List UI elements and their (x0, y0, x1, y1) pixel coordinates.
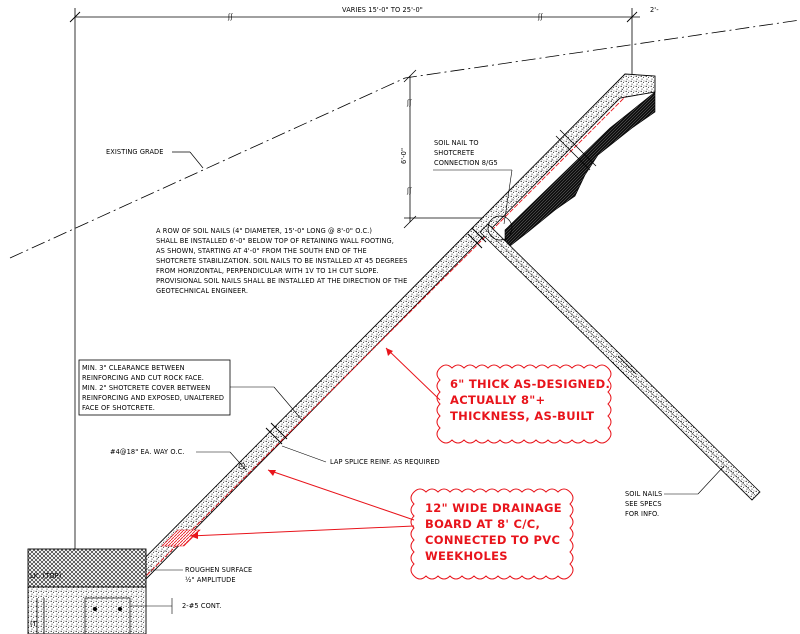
svg-text:SEE SPECS: SEE SPECS (625, 500, 662, 508)
svg-text:AS SHOWN, STARTING AT 4'-0" FR: AS SHOWN, STARTING AT 4'-0" FROM THE SOU… (156, 247, 367, 255)
svg-text:LAP SPLICE REINF. AS REQUIRED: LAP SPLICE REINF. AS REQUIRED (330, 458, 440, 466)
top-dimension: ʃʃ ʃʃ VARIES 15'-0" TO 25'-0" 2'- (69, 6, 659, 560)
svg-text:ROUGHEN SURFACE: ROUGHEN SURFACE (185, 566, 252, 574)
soil-nail-connection-label: SOIL NAIL TO SHOTCRETE CONNECTION 8/G5 (433, 139, 513, 225)
svg-text:FROM HORIZONTAL, PERPENDICULAR: FROM HORIZONTAL, PERPENDICULAR WITH 1V T… (156, 267, 379, 275)
redline-thickness-callout: 6" THICK AS-DESIGNED. ACTUALLY 8"+ THICK… (385, 347, 612, 444)
continuous-bars-label: 2-#5 CONT. (131, 598, 221, 614)
shotcrete-wall (113, 73, 656, 589)
svg-text:MIN. 2" SHOTCRETE COVER BETWEE: MIN. 2" SHOTCRETE COVER BETWEEN (82, 384, 210, 392)
svg-text:LK. (TOP): LK. (TOP) (30, 572, 61, 580)
svg-text:6" THICK AS-DESIGNED.: 6" THICK AS-DESIGNED. (450, 377, 610, 391)
svg-text:BOARD AT 8' C/C,: BOARD AT 8' C/C, (425, 517, 540, 531)
soil-nails-specs-label: SOIL NAILS SEE SPECS FOR INFO. (625, 465, 725, 518)
svg-text:MIN. 3" CLEARANCE BETWEEN: MIN. 3" CLEARANCE BETWEEN (82, 364, 185, 372)
svg-text:A ROW OF SOIL NAILS (4" DIAMET: A ROW OF SOIL NAILS (4" DIAMETER, 15'-0"… (156, 227, 372, 235)
svg-text:(T: (T (30, 620, 38, 628)
svg-text:ACTUALLY 8"+: ACTUALLY 8"+ (450, 393, 546, 407)
svg-text:FACE OF SHOTCRETE.: FACE OF SHOTCRETE. (82, 404, 155, 412)
svg-text:ʃʃ: ʃʃ (406, 99, 412, 107)
top-width-dimension: VARIES 15'-0" TO 25'-0" (342, 6, 423, 14)
clearance-note: MIN. 3" CLEARANCE BETWEEN REINFORCING AN… (78, 359, 303, 421)
break-mark-right: ʃʃ (537, 13, 543, 21)
roughen-surface-label: ROUGHEN SURFACE ½" AMPLITUDE (148, 566, 252, 584)
svg-text:CONNECTED TO PVC: CONNECTED TO PVC (425, 533, 560, 547)
splice-marks (265, 215, 513, 445)
svg-text:SHALL BE INSTALLED 6'-0" BELOW: SHALL BE INSTALLED 6'-0" BELOW TOP OF RE… (156, 237, 394, 245)
svg-text:REINFORCING AND CUT ROCK FACE.: REINFORCING AND CUT ROCK FACE. (82, 374, 204, 382)
rebar-label: #4@18" EA. WAY O.C. (110, 448, 247, 471)
svg-text:FOR INFO.: FOR INFO. (625, 510, 659, 518)
svg-text:2-#5 CONT.: 2-#5 CONT. (182, 602, 221, 610)
svg-text:#4@18" EA. WAY O.C.: #4@18" EA. WAY O.C. (110, 448, 185, 456)
svg-text:SOIL NAILS: SOIL NAILS (625, 490, 662, 498)
reinforcement-line (141, 96, 626, 581)
svg-text:THICKNESS, AS-BUILT: THICKNESS, AS-BUILT (450, 409, 594, 423)
soil-nail-upper (555, 129, 597, 171)
soil-nail-lower (479, 223, 761, 501)
svg-text:EXISTING GRADE: EXISTING GRADE (106, 148, 164, 156)
svg-text:½" AMPLITUDE: ½" AMPLITUDE (185, 576, 236, 584)
svg-text:REINFORCING AND EXPOSED, UNALT: REINFORCING AND EXPOSED, UNALTERED (82, 394, 224, 402)
svg-text:SHOTCRETE STABILIZATION. SOIL: SHOTCRETE STABILIZATION. SOIL NAILS TO B… (156, 257, 408, 265)
svg-text:GEOTECHNICAL ENGINEER.: GEOTECHNICAL ENGINEER. (156, 287, 248, 295)
svg-text:CONNECTION 8/G5: CONNECTION 8/G5 (434, 159, 498, 167)
left-clip-labels: LK. (TOP) (T (30, 572, 61, 628)
svg-text:SOIL NAIL TO: SOIL NAIL TO (434, 139, 479, 147)
svg-text:PROVISIONAL SOIL NAILS SHALL B: PROVISIONAL SOIL NAILS SHALL BE INSTALLE… (156, 277, 407, 285)
svg-text:12" WIDE DRAINAGE: 12" WIDE DRAINAGE (425, 501, 562, 515)
existing-grade-label: EXISTING GRADE (106, 148, 204, 169)
retaining-wall-footing (27, 548, 147, 634)
general-note: A ROW OF SOIL NAILS (4" DIAMETER, 15'-0"… (156, 227, 408, 295)
vertical-dimension: ʃʃ ʃʃ 6'-0" (400, 69, 488, 229)
svg-text:SHOTCRETE: SHOTCRETE (434, 149, 474, 157)
drainage-board-hatch (161, 529, 201, 547)
svg-text:WEEKHOLES: WEEKHOLES (425, 549, 508, 563)
break-mark-left: ʃʃ (227, 13, 233, 21)
top-right-clip-text: 2'- (650, 6, 659, 14)
svg-text:ʃʃ: ʃʃ (406, 187, 412, 195)
cut-rock-mass (504, 91, 656, 251)
existing-grade-line (9, 19, 800, 259)
lap-splice-label: LAP SPLICE REINF. AS REQUIRED (281, 445, 440, 466)
redline-drainage-callout: 12" WIDE DRAINAGE BOARD AT 8' C/C, CONNE… (189, 469, 574, 580)
vertical-offset-dimension: 6'-0" (400, 148, 408, 164)
